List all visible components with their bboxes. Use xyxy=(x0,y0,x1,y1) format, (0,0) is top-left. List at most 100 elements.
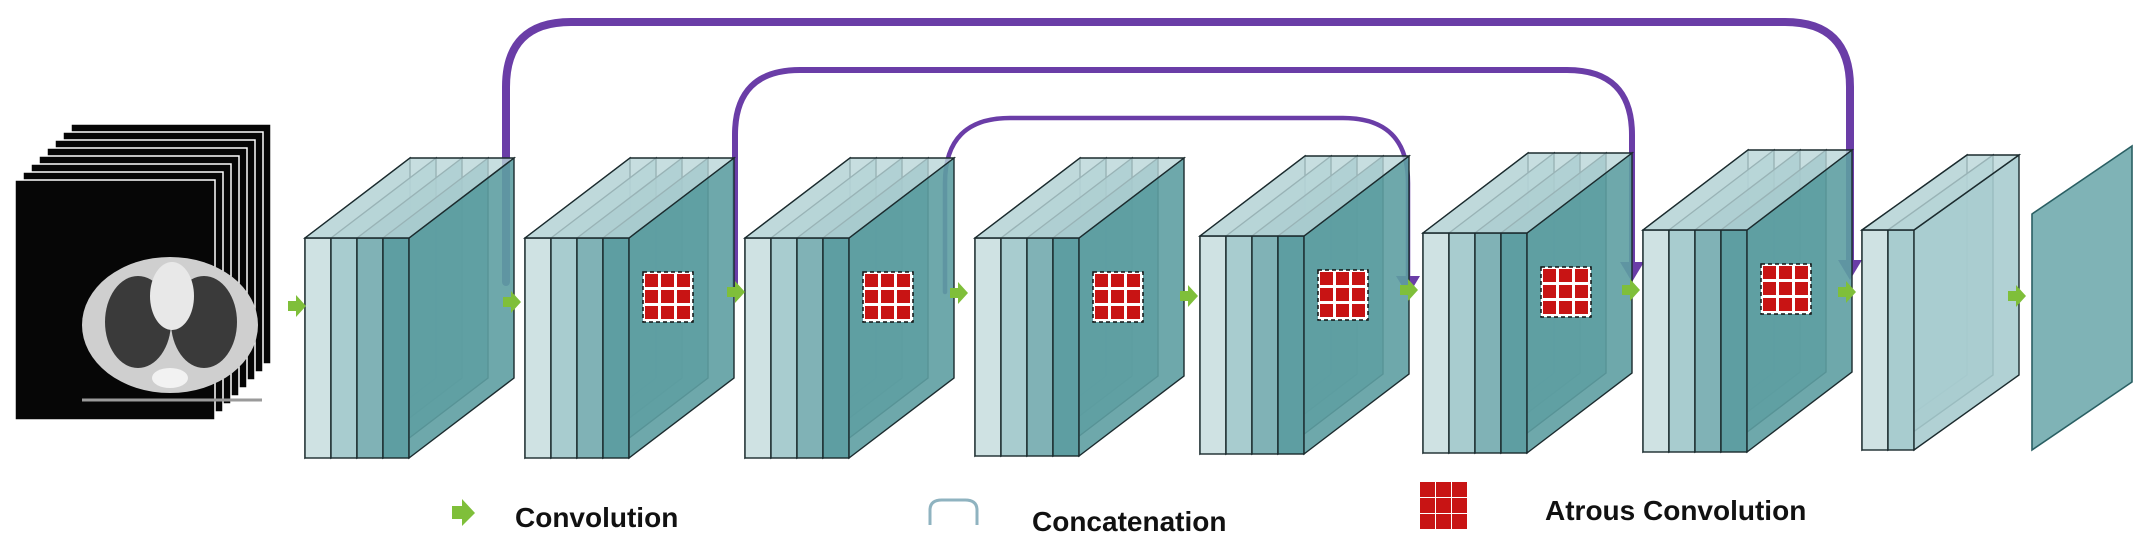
plane-front xyxy=(1694,229,1722,453)
plane-front xyxy=(822,237,850,459)
plane-top xyxy=(1420,152,1635,234)
atrous-cell xyxy=(1543,269,1556,282)
atrous-cell xyxy=(1795,266,1808,279)
plane-front xyxy=(550,237,578,459)
legend-grid-cell xyxy=(1420,498,1435,513)
legend-grid-cell xyxy=(1420,482,1435,497)
network-blocks xyxy=(302,144,2133,460)
plane-top xyxy=(972,157,1187,239)
atrous-cell xyxy=(897,290,910,303)
atrous-cell xyxy=(881,290,894,303)
plane-front xyxy=(330,237,358,459)
convolution-arrow-icon xyxy=(1180,285,1198,307)
feature-map-block xyxy=(302,156,517,460)
atrous-cell xyxy=(677,290,690,303)
atrous-cell xyxy=(645,290,658,303)
convolution-arrow-icon xyxy=(2008,285,2026,307)
feature-map-block xyxy=(522,156,737,460)
plane-front xyxy=(382,237,410,459)
convolution-arrow-icon xyxy=(1838,281,1856,303)
plane-front xyxy=(1199,235,1227,455)
atrous-cell xyxy=(1543,301,1556,314)
atrous-cell xyxy=(1095,290,1108,303)
feature-map-block xyxy=(972,156,1187,458)
plane-front xyxy=(1474,232,1502,454)
atrous-cell xyxy=(881,274,894,287)
atrous-cell xyxy=(1320,304,1333,317)
plane-front xyxy=(1422,232,1450,454)
output-plane xyxy=(2031,144,2133,452)
atrous-cell xyxy=(1543,285,1556,298)
atrous-cell xyxy=(1575,285,1588,298)
bracket-icon xyxy=(928,498,979,525)
ct-scan-input-stack xyxy=(14,123,272,421)
legend-concatenation: Concatenation xyxy=(928,498,1226,537)
plane-front xyxy=(974,237,1002,457)
plane-front xyxy=(1000,237,1028,457)
legend-grid-cell xyxy=(1436,498,1451,513)
plane-front xyxy=(1277,235,1305,455)
legend-grid-cell xyxy=(1436,482,1451,497)
atrous-cell xyxy=(1111,306,1124,319)
atrous-cell xyxy=(1127,290,1140,303)
atrous-cell xyxy=(1795,282,1808,295)
legend-atrous-label: Atrous Convolution xyxy=(1545,495,1806,526)
atrous-cell xyxy=(1779,266,1792,279)
feature-map-block xyxy=(1197,154,1412,456)
atrous-cell xyxy=(1779,298,1792,311)
convolution-arrow-icon xyxy=(950,282,968,304)
atrous-cell xyxy=(645,274,658,287)
atrous-cell xyxy=(1336,272,1349,285)
atrous-cell xyxy=(1320,288,1333,301)
plane-front xyxy=(304,237,332,459)
atrous-cell xyxy=(677,306,690,319)
legend-grid-cell xyxy=(1420,514,1435,529)
convolution-arrow-icon xyxy=(1622,279,1640,301)
atrous-cell xyxy=(1575,301,1588,314)
plane-front xyxy=(744,237,772,459)
convolution-arrow-icon xyxy=(727,281,745,303)
atrous-cell xyxy=(1352,304,1365,317)
atrous-cell xyxy=(881,306,894,319)
atrous-cell xyxy=(1336,288,1349,301)
plane-front xyxy=(1668,229,1696,453)
legend-grid-cell xyxy=(1452,514,1467,529)
feature-map-block xyxy=(742,156,957,460)
plane-top xyxy=(522,157,737,239)
plane-top xyxy=(1197,155,1412,237)
atrous-cell xyxy=(1795,298,1808,311)
plane-front xyxy=(1251,235,1279,455)
red-grid-icon xyxy=(1420,482,1467,529)
plane-front xyxy=(1887,229,1915,451)
green-arrow-icon xyxy=(452,499,475,526)
output-map xyxy=(2031,144,2133,452)
convolution-arrows xyxy=(288,279,2026,317)
plane-front xyxy=(1225,235,1253,455)
atrous-cell xyxy=(661,274,674,287)
plane-front xyxy=(770,237,798,459)
atrous-cell xyxy=(661,290,674,303)
feature-map-block xyxy=(1420,151,1635,455)
ct-heart xyxy=(150,262,194,330)
legend-grid-cell xyxy=(1436,514,1451,529)
plane-front xyxy=(1720,229,1748,453)
ct-scan-icon xyxy=(82,257,262,402)
plane-front xyxy=(1448,232,1476,454)
plane-top xyxy=(302,157,517,239)
atrous-cell xyxy=(1111,290,1124,303)
plane-front xyxy=(796,237,824,459)
atrous-cell xyxy=(1111,274,1124,287)
atrous-cell xyxy=(897,306,910,319)
atrous-cell xyxy=(1763,298,1776,311)
atrous-cell xyxy=(1559,301,1572,314)
plane-front xyxy=(1861,229,1889,451)
atrous-grid-icon xyxy=(1540,266,1592,318)
atrous-cell xyxy=(865,274,878,287)
plane-front xyxy=(1052,237,1080,457)
legend-concatenation-label: Concatenation xyxy=(1032,506,1226,537)
atrous-cell xyxy=(1095,274,1108,287)
atrous-grid-icon xyxy=(1760,263,1812,315)
plane-top xyxy=(1640,149,1855,231)
plane-front xyxy=(524,237,552,459)
